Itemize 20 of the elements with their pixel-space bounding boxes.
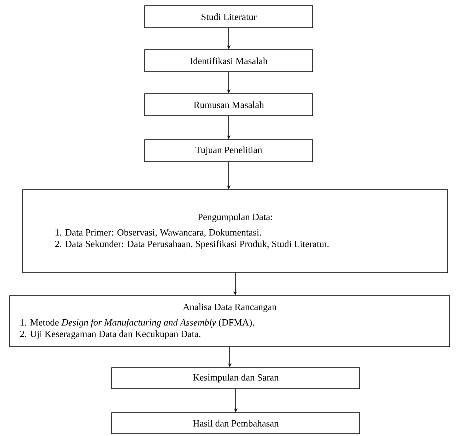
step-label: Rumusan Masalah xyxy=(194,102,264,108)
step-label: Kesimpulan dan Saran xyxy=(193,374,279,383)
list-item: 2. Uji Keseragaman Data dan Kecukupan Data. xyxy=(20,330,201,340)
step-label: Studi Literatur xyxy=(202,14,257,20)
box-heading: Analisa Data Rancangan xyxy=(183,304,277,312)
process-box xyxy=(22,190,448,274)
process-box xyxy=(10,296,450,348)
process-box xyxy=(144,50,314,72)
process-box xyxy=(144,94,314,116)
list-item: 1. Metode Design for Manufacturing and Assembly (DFMA). xyxy=(20,319,254,328)
step-label: Identifikasi Masalah xyxy=(190,58,268,64)
process-box xyxy=(144,140,314,162)
step-label: Hasil dan Pembahasan xyxy=(193,420,279,427)
process-box xyxy=(144,6,314,28)
process-box xyxy=(112,412,360,434)
process-box xyxy=(112,368,360,390)
list-item: 1. Data Primer: Observasi, Wawancara, Dokumentasi. xyxy=(56,229,262,238)
step-label: Tujuan Penelitian xyxy=(196,146,262,156)
box-heading: Pengumpulan Data: xyxy=(198,214,272,222)
list-item: 2. Data Sekunder: Data Perusahaan, Spesifikasi Produk, Studi Literatur. xyxy=(55,240,329,250)
